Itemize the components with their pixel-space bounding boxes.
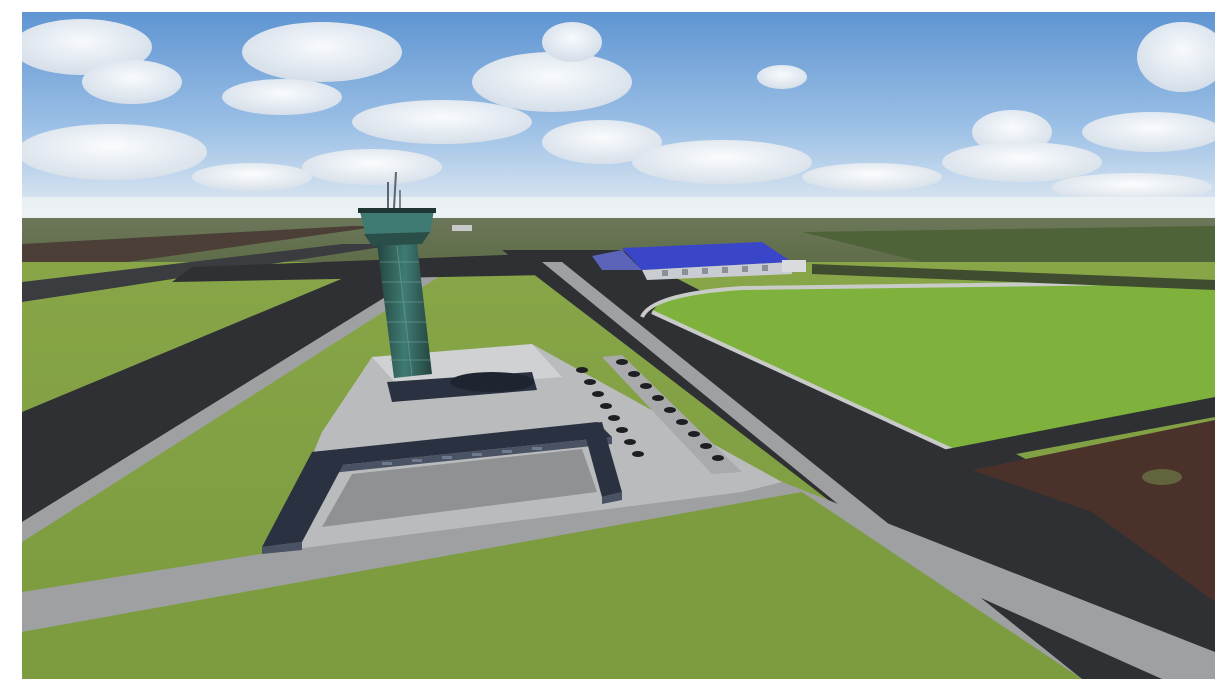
parked-cars <box>576 359 724 461</box>
parked-car <box>712 455 724 461</box>
lower-pavement <box>22 474 1215 679</box>
parked-car <box>640 383 652 389</box>
terminal-building <box>592 242 806 280</box>
airport-scene <box>22 12 1215 679</box>
horizon-haze <box>22 197 1215 222</box>
u-building <box>262 422 622 554</box>
parked-car <box>700 443 712 449</box>
render-frame <box>22 12 1215 679</box>
parked-car <box>676 419 688 425</box>
control-tower <box>358 171 436 378</box>
parked-car <box>628 371 640 377</box>
parked-car <box>592 391 604 397</box>
parked-car <box>600 403 612 409</box>
parked-car <box>616 359 628 365</box>
tower-base <box>387 372 537 402</box>
clouds <box>22 19 1215 201</box>
far-building <box>452 225 472 231</box>
parked-car <box>632 451 644 457</box>
parked-car <box>624 439 636 445</box>
parked-car <box>608 415 620 421</box>
parked-car <box>688 431 700 437</box>
parked-car <box>664 407 676 413</box>
parked-car <box>652 395 664 401</box>
tree-line <box>812 264 1215 290</box>
parked-car <box>616 427 628 433</box>
parked-car <box>584 379 596 385</box>
soil-field <box>972 420 1215 602</box>
parked-car <box>576 367 588 373</box>
right-field <box>640 280 1215 464</box>
